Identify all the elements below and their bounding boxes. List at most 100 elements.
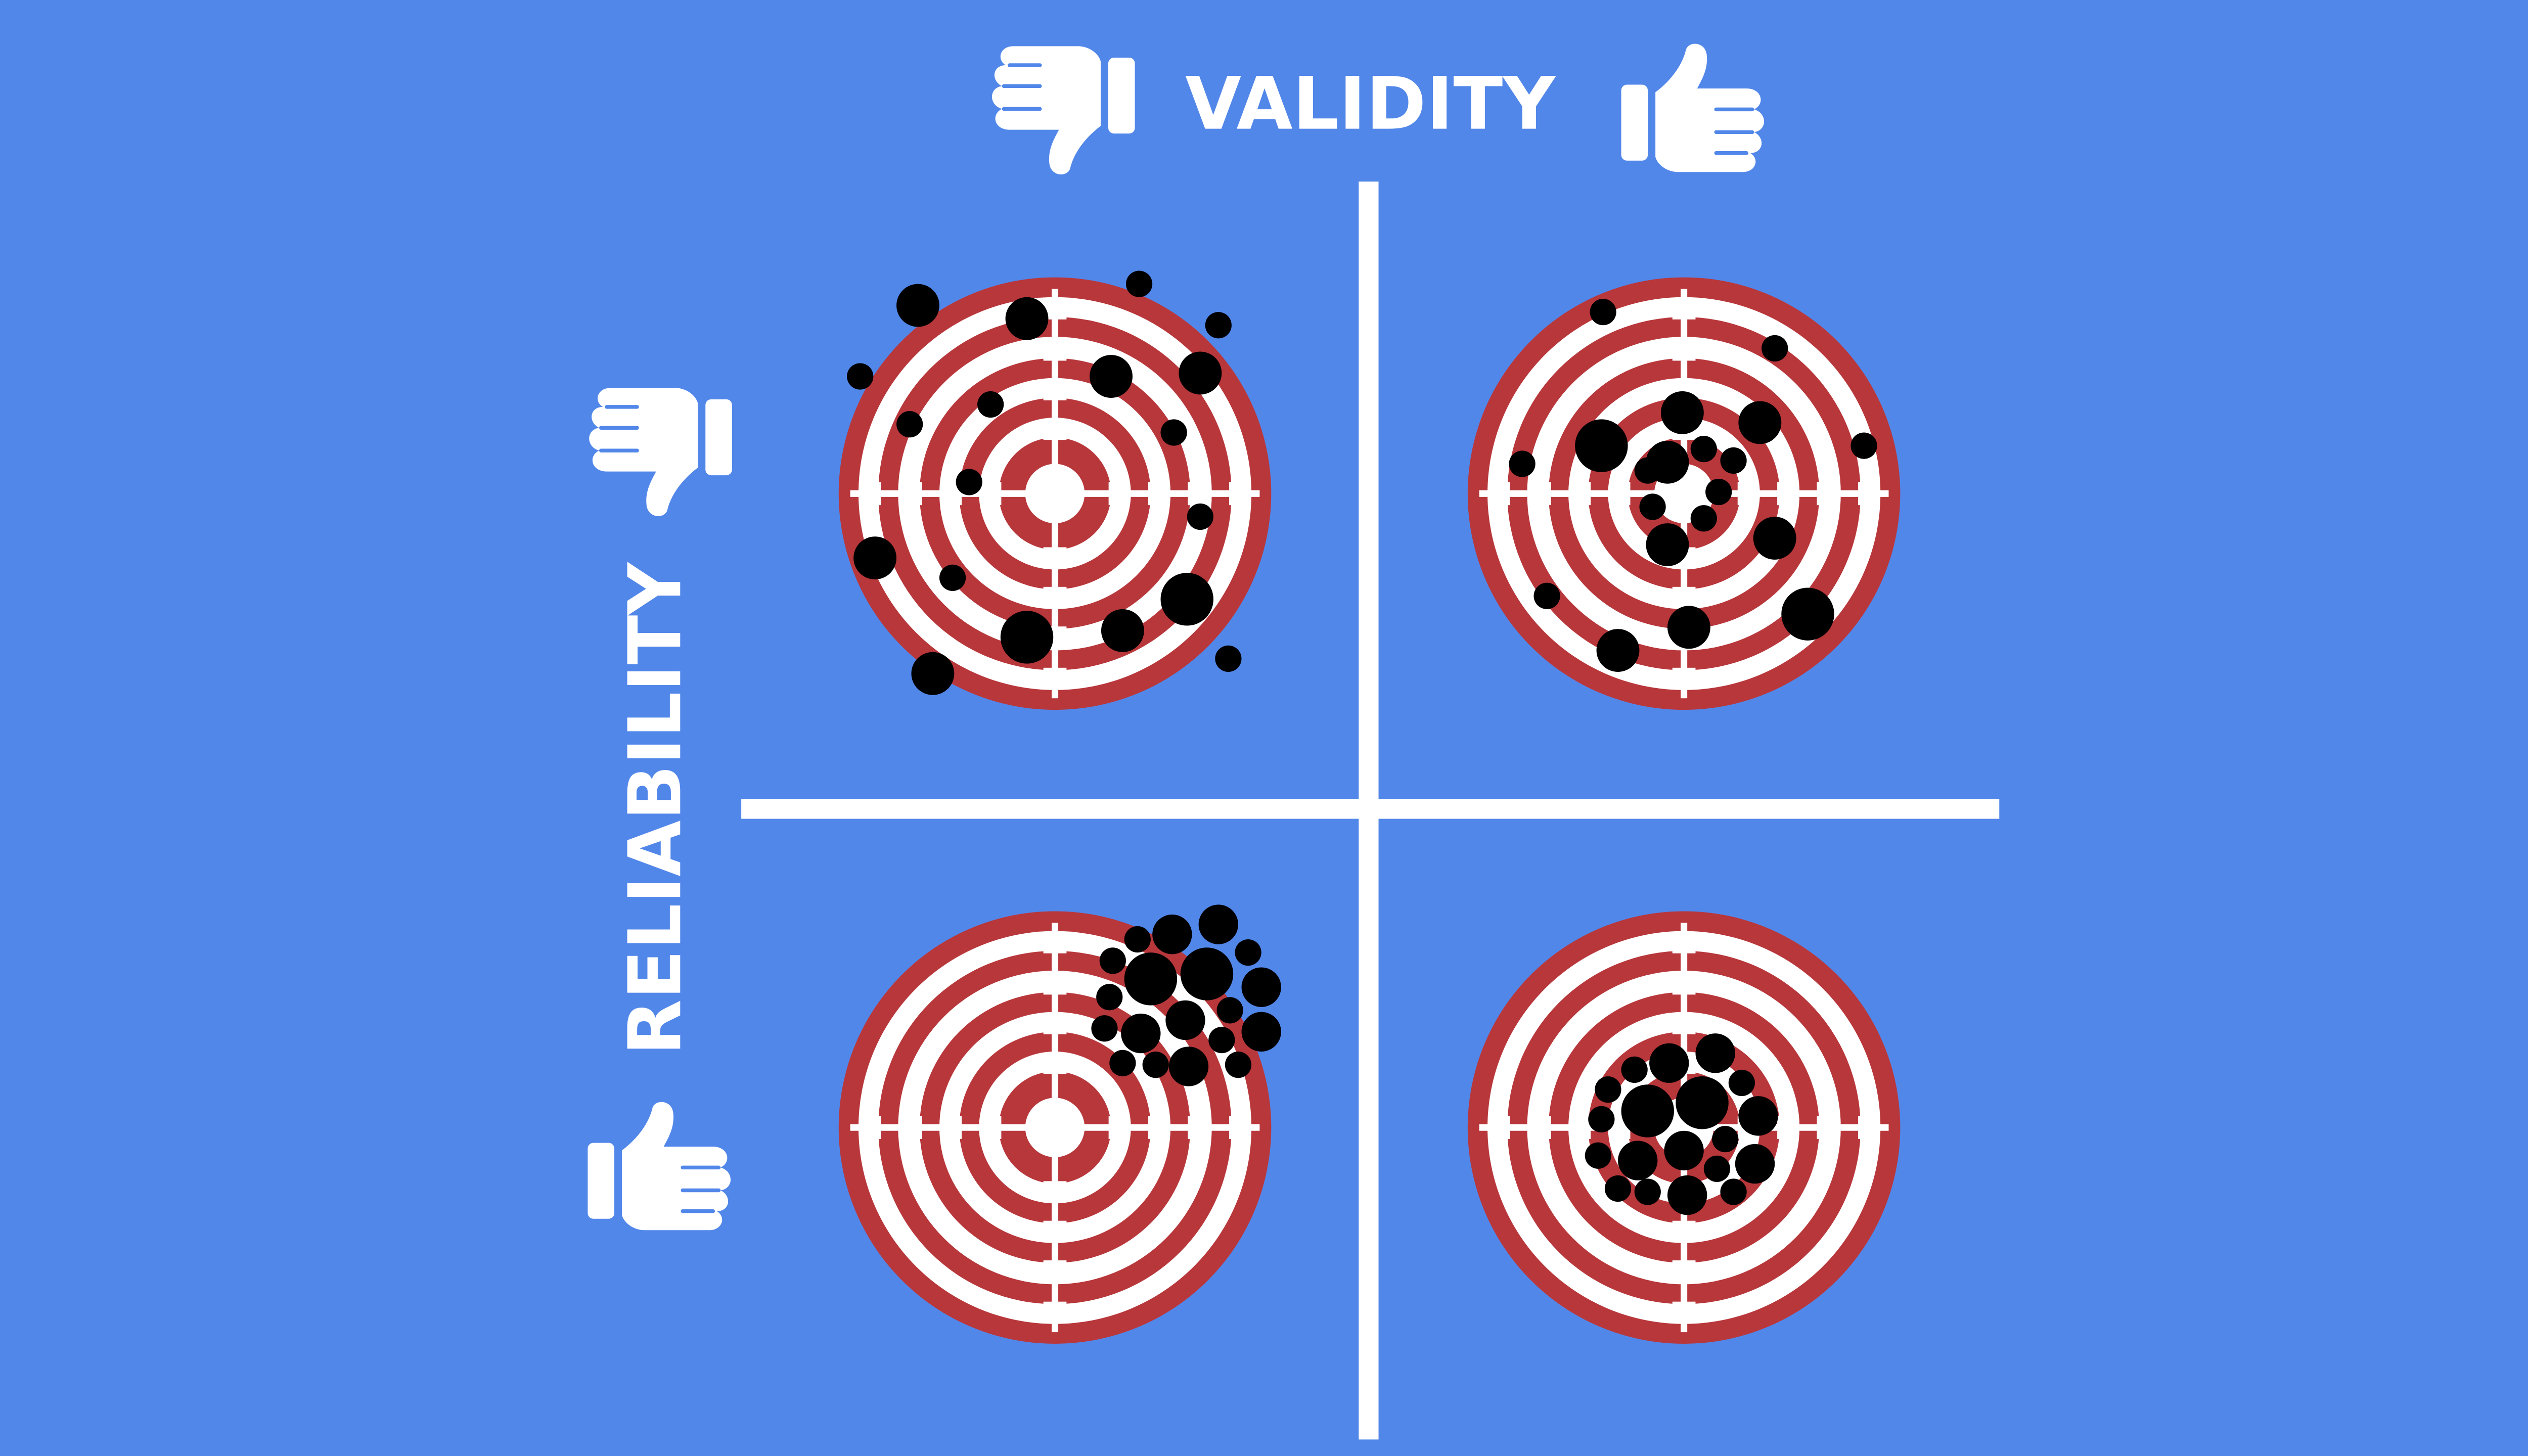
crosshair-vertical [1681, 923, 1688, 1333]
shot-hole [977, 391, 1004, 418]
crosshair-tick [876, 482, 881, 506]
shot-hole [1198, 904, 1238, 944]
crosshair-tick [1777, 482, 1782, 506]
crosshair-tick [1505, 1116, 1510, 1140]
shot-hole [853, 536, 897, 580]
shot-hole [1634, 457, 1661, 484]
shot-hole [1533, 582, 1560, 609]
crosshair-tick [1672, 1260, 1696, 1265]
shot-hole [1575, 419, 1628, 472]
shot-hole [1187, 503, 1213, 530]
shot-hole [1639, 493, 1666, 520]
shot-hole [1216, 997, 1243, 1024]
crosshair-tick [1777, 1116, 1782, 1140]
crosshair-tick [1586, 482, 1591, 506]
shot-hole [1168, 1046, 1209, 1086]
shot-hole [1241, 1012, 1281, 1052]
crosshair-tick [1043, 1029, 1067, 1034]
shot-hole [1152, 914, 1192, 954]
crosshair-vertical [1052, 923, 1059, 1333]
shot-hole [1205, 312, 1232, 339]
shot-hole [1165, 1000, 1205, 1040]
crosshair-tick [1817, 482, 1822, 506]
shot-hole [1738, 1096, 1778, 1136]
crosshair-tick [1229, 482, 1234, 506]
crosshair-tick [957, 482, 962, 506]
crosshair-tick [1043, 1220, 1067, 1226]
shot-hole [1099, 947, 1126, 974]
validity-axis-label: VALIDITY [1185, 62, 1556, 146]
shot-hole [1618, 1141, 1658, 1180]
crosshair-tick [1148, 1116, 1153, 1140]
crosshair-tick [1043, 586, 1067, 592]
shot-hole [1215, 645, 1242, 672]
crosshair-tick [1043, 435, 1067, 440]
crosshair-tick [1043, 626, 1067, 631]
crosshair-tick [1505, 482, 1510, 506]
horizontal-divider [741, 799, 2000, 819]
shot-hole [1712, 1125, 1739, 1153]
crosshair-tick [1188, 482, 1193, 506]
shot-hole [1690, 505, 1717, 532]
crosshair-tick [996, 482, 1002, 506]
shot-hole [1509, 450, 1536, 477]
shot-hole [911, 652, 955, 695]
shot-hole [1649, 1043, 1689, 1083]
shot-hole [1850, 432, 1877, 459]
crosshair-tick [1672, 314, 1696, 320]
crosshair-tick [996, 1116, 1002, 1140]
crosshair-tick [1043, 989, 1067, 995]
shot-hole [1705, 478, 1732, 506]
shot-hole [1728, 1069, 1755, 1097]
shot-hole [1125, 270, 1153, 297]
shot-hole [1179, 351, 1222, 395]
shot-hole [1208, 1027, 1235, 1054]
shot-hole [1720, 447, 1747, 474]
crosshair-tick [1043, 547, 1067, 553]
crosshair-tick [1672, 435, 1696, 440]
crosshair-tick [1043, 395, 1067, 400]
crosshair-tick [1625, 482, 1631, 506]
shot-hole [1762, 335, 1788, 362]
crosshair-tick [876, 1116, 881, 1140]
crosshair-tick [1043, 355, 1067, 361]
crosshair-tick [1108, 1116, 1114, 1140]
shot-hole [1621, 1084, 1675, 1138]
crosshair-tick [1108, 482, 1114, 506]
shot-hole [896, 411, 923, 438]
shot-hole [1235, 939, 1261, 966]
crosshair-tick [1043, 1301, 1067, 1307]
shot-hole [939, 564, 966, 591]
shot-hole [1585, 1142, 1611, 1169]
shot-hole [1160, 419, 1187, 446]
shot-hole [1781, 587, 1834, 641]
shot-hole [1124, 952, 1178, 1006]
crosshair-tick [957, 1116, 962, 1140]
shot-hole [1664, 1130, 1704, 1171]
shot-hole [896, 284, 939, 327]
shot-hole [1096, 984, 1123, 1011]
crosshair-tick [1043, 1069, 1067, 1074]
shot-hole [1735, 1144, 1775, 1184]
crosshair-tick [1148, 482, 1153, 506]
shot-hole [1604, 1175, 1632, 1202]
shot-hole [1180, 947, 1234, 1000]
shot-hole [847, 363, 874, 390]
shot-hole [1225, 1052, 1252, 1078]
reliability-axis-label: RELIABILITY [613, 562, 697, 1056]
shot-hole [1124, 926, 1151, 953]
shot-hole [1588, 1106, 1615, 1132]
shot-hole [1101, 609, 1144, 652]
crosshair-tick [1672, 586, 1696, 592]
shot-hole [1241, 967, 1281, 1007]
target-high-reliability-high-validity [1467, 911, 1901, 1344]
crosshair-tick [917, 1116, 922, 1140]
shot-hole [1621, 1056, 1648, 1083]
shot-hole [1695, 1033, 1735, 1073]
shot-hole [1595, 1076, 1621, 1103]
crosshair-tick [1546, 1116, 1551, 1140]
shot-hole [1660, 391, 1704, 434]
crosshair-vertical [1052, 289, 1059, 699]
